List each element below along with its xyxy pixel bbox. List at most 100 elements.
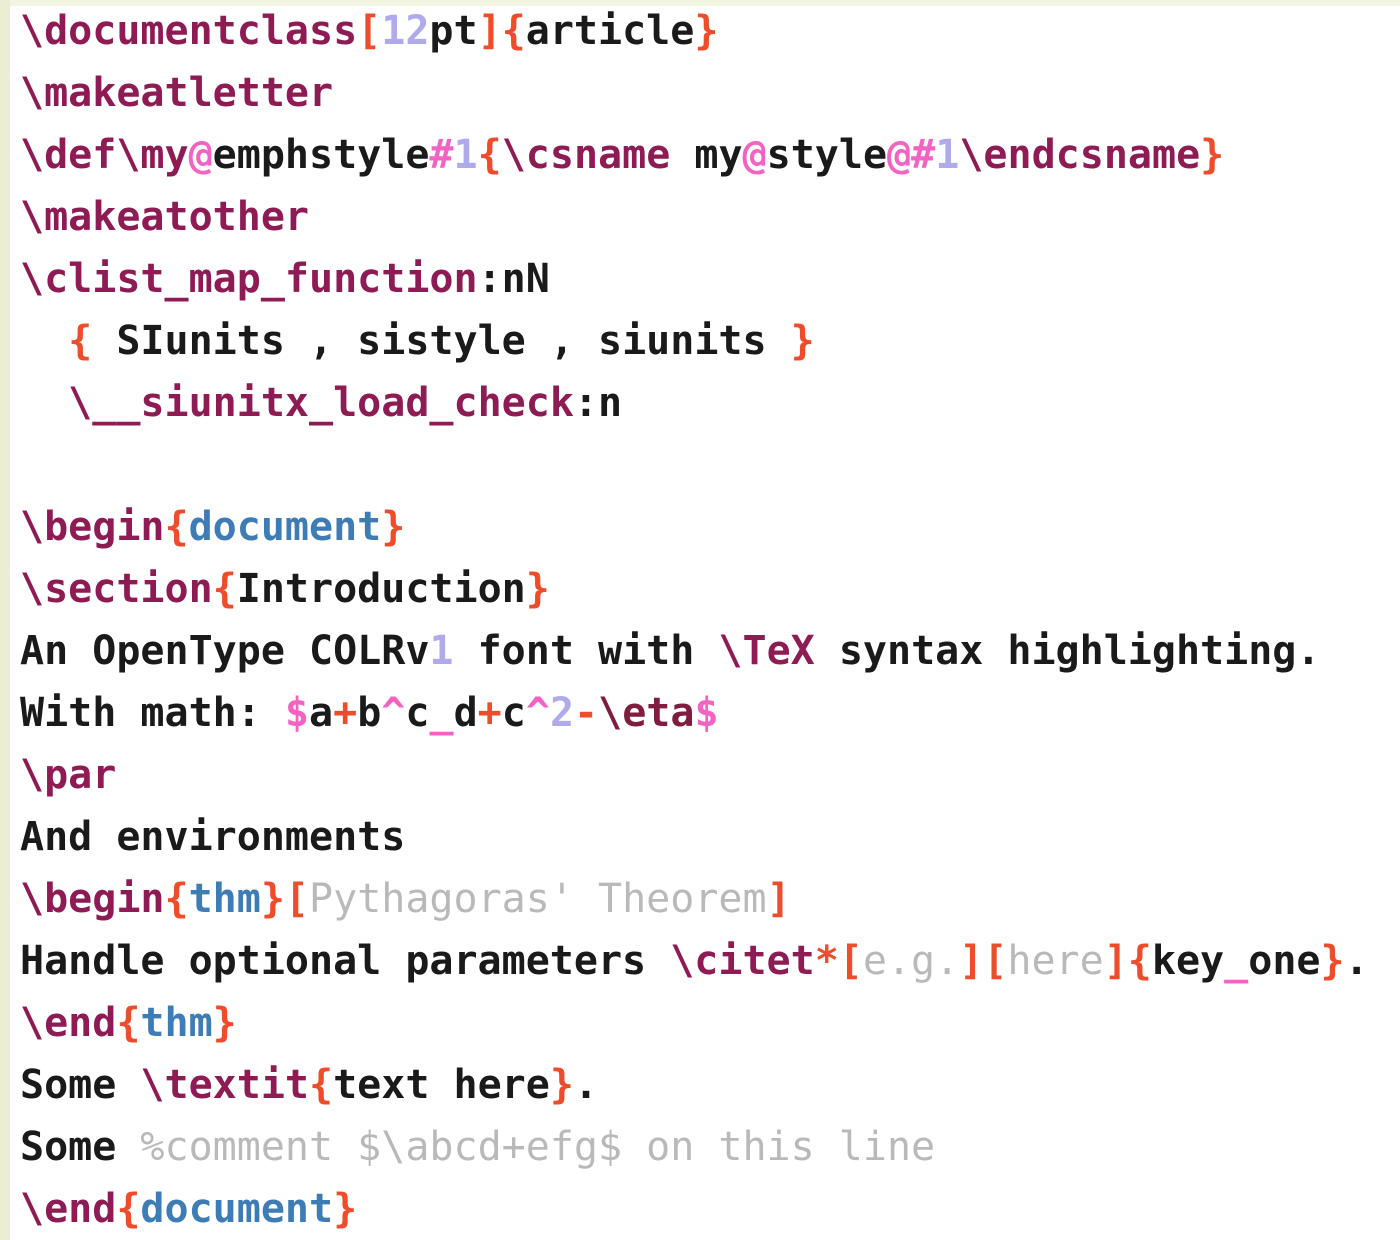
code-line: \begin{thm}[Pythagoras' Theorem] <box>20 868 1400 930</box>
code-token-special: ^ <box>525 690 550 736</box>
code-token-delimiter: } <box>1320 938 1345 984</box>
code-token-delimiter: *[ <box>814 938 863 984</box>
code-token-number: 1 <box>935 132 960 178</box>
code-token-delimiter: { <box>477 132 502 178</box>
code-token-command: \end <box>20 1000 117 1046</box>
code-token-comment: %comment $\abcd+efg$ on this line <box>140 1124 936 1170</box>
code-line: Some %comment $\abcd+efg$ on this line <box>20 1116 1400 1178</box>
code-token-command: \TeX <box>718 628 815 674</box>
code-token-special: # <box>911 132 936 178</box>
code-token-comment: here <box>1007 938 1104 984</box>
code-token-delimiter: } <box>333 1186 358 1232</box>
code-token-command: \makeatletter <box>20 70 334 116</box>
code-token-command: \section <box>20 566 213 612</box>
code-token-text: :n <box>573 380 623 426</box>
code-token-delimiter: ]{ <box>1103 938 1152 984</box>
code-token-command: \makeatother <box>20 194 309 240</box>
code-token-environment: document <box>188 504 382 550</box>
code-token-delimiter: { <box>164 504 189 550</box>
code-line: \__siunitx_load_check:n <box>20 372 1400 434</box>
code-token-text: Some <box>20 1062 141 1108</box>
code-token-environment: thm <box>188 876 261 922</box>
code-token-delimiter: + <box>333 690 358 736</box>
code-token-text: a <box>309 690 334 736</box>
code-token-text: key <box>1151 938 1225 984</box>
code-token-special: $ <box>694 690 719 736</box>
code-line: \end{document} <box>20 1178 1400 1240</box>
code-token-delimiter: + <box>477 690 502 736</box>
code-line: Handle optional parameters \citet*[e.g.]… <box>20 930 1400 992</box>
code-token-number: 1 <box>429 628 454 674</box>
code-line: And environments <box>20 806 1400 868</box>
code-token-text: An OpenType COLRv <box>20 628 430 674</box>
code-line: \end{thm} <box>20 992 1400 1054</box>
code-token-math_command: \eta <box>598 690 695 736</box>
code-line: \section{Introduction} <box>20 558 1400 620</box>
code-token-command: \endcsname <box>959 132 1201 178</box>
code-line: \begin{document} <box>20 496 1400 558</box>
code-line: \clist_map_function:nN <box>20 248 1400 310</box>
code-token-command: \citet <box>670 938 815 984</box>
code-token-command: \par <box>20 752 117 798</box>
code-token-text: d <box>453 690 478 736</box>
code-line: \par <box>20 744 1400 806</box>
code-token-command: \textit <box>140 1062 309 1108</box>
code-token-number: 12 <box>381 8 430 54</box>
code-token-special: _ <box>1224 938 1249 984</box>
code-line: \def\my@emphstyle#1{\csname my@style@#1\… <box>20 124 1400 186</box>
code-token-text: . <box>573 1062 599 1108</box>
code-token-text: Some <box>20 1124 141 1170</box>
code-token-delimiter: } <box>694 8 719 54</box>
code-token-delimiter: { <box>68 318 93 364</box>
code-token-special: @ <box>188 132 213 178</box>
code-token-text: Handle optional parameters <box>20 938 671 984</box>
code-token-text: :nN <box>477 256 550 302</box>
code-token-delimiter: { <box>116 1000 141 1046</box>
code-token-text: pt <box>429 8 478 54</box>
code-token-command: \begin <box>20 504 165 550</box>
code-token-delimiter: } <box>549 1062 574 1108</box>
code-token-text: And environments <box>20 814 406 860</box>
code-token-text <box>20 318 68 364</box>
code-token-delimiter: } <box>790 318 815 364</box>
code-token-command: \__siunitx_load_check <box>68 380 574 426</box>
code-line: Some \textit{text here}. <box>20 1054 1400 1116</box>
code-token-special: @ <box>887 132 912 178</box>
code-token-comment: e.g. <box>862 938 960 984</box>
code-line: An OpenType COLRv1 font with \TeX syntax… <box>20 620 1400 682</box>
code-token-comment: Pythagoras' Theorem <box>309 876 767 922</box>
code-token-text: text here <box>333 1062 550 1108</box>
code-token-special: # <box>429 132 454 178</box>
code-token-text: . <box>1344 938 1369 984</box>
code-token-environment: thm <box>140 1000 213 1046</box>
code-token-command: \clist_map_function <box>20 256 478 302</box>
code-line: With math: $a+b^c_d+c^2-\eta$ <box>20 682 1400 744</box>
code-token-text: article <box>525 8 695 54</box>
code-token-delimiter: } <box>1200 132 1225 178</box>
code-token-delimiter: ] <box>766 876 791 922</box>
code-token-command: \csname <box>501 132 671 178</box>
code-token-command: \end <box>20 1186 117 1232</box>
code-token-text: one <box>1248 938 1321 984</box>
code-token-text: b <box>357 690 382 736</box>
code-token-delimiter: ][ <box>959 938 1008 984</box>
code-token-delimiter: { <box>164 876 189 922</box>
code-token-delimiter: [ <box>357 8 382 54</box>
code-token-text: c <box>501 690 526 736</box>
code-token-delimiter: } <box>381 504 406 550</box>
code-token-delimiter: }[ <box>260 876 310 922</box>
code-line: { SIunits , sistyle , siunits } <box>20 310 1400 372</box>
code-token-environment: document <box>140 1186 334 1232</box>
code-token-text: Introduction <box>236 566 526 612</box>
code-token-text: syntax highlighting. <box>814 628 1321 674</box>
code-token-delimiter: ]{ <box>477 8 526 54</box>
code-line: \makeatletter <box>20 62 1400 124</box>
code-token-text: style <box>766 132 888 178</box>
code-line: \makeatother <box>20 186 1400 248</box>
code-token-special: @ <box>742 132 767 178</box>
code-token-delimiter: { <box>309 1062 334 1108</box>
code-token-special: ^ <box>381 690 406 736</box>
code-token-text: c <box>405 690 430 736</box>
code-token-text: emphstyle <box>212 132 430 178</box>
